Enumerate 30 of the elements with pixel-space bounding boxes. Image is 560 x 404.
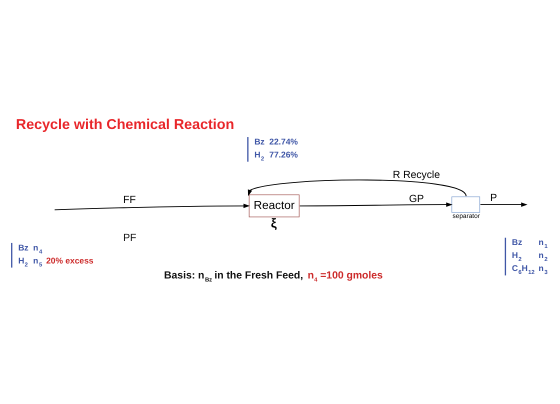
label: Bz (254, 136, 265, 146)
label: 22.74% (269, 136, 298, 146)
label: C$_{6}$H$_{12}$ (512, 263, 535, 276)
label: n$_{4}$ (33, 242, 42, 256)
arrow (299, 202, 453, 207)
label: n$_{5}$ (33, 255, 42, 268)
node-label: ξ (270, 215, 277, 230)
label: Bz (18, 242, 29, 252)
label: n$_{1}$ (538, 237, 548, 250)
label: H$_{2}$ (512, 250, 522, 264)
label: PF (123, 232, 136, 244)
label: H$_{2}$ (254, 149, 264, 162)
label: 20% excess (46, 255, 94, 266)
label: n$_{3}$ (538, 263, 548, 276)
arrow (480, 202, 528, 207)
label: H$_{2}$ (18, 255, 28, 268)
edge-label: P (490, 193, 498, 204)
edge-label: R Recycle (392, 170, 440, 181)
diagram-title: Recycle with Chemical Reaction (16, 116, 234, 133)
label: Basis: n$_{Bz}$ in the Fresh Feed, (164, 270, 304, 284)
arrow (54, 204, 250, 210)
edge-label: FF (123, 195, 136, 206)
label: n$_{2}$ (538, 250, 548, 264)
arrow (248, 180, 467, 197)
edge-label: GP (408, 194, 424, 205)
node-box: Reactor (248, 194, 300, 218)
label: 77.26% (269, 149, 298, 160)
node-box (452, 196, 480, 213)
label: n$_{4}$ =100 gmoles (308, 270, 383, 284)
label: Bz (512, 237, 522, 248)
